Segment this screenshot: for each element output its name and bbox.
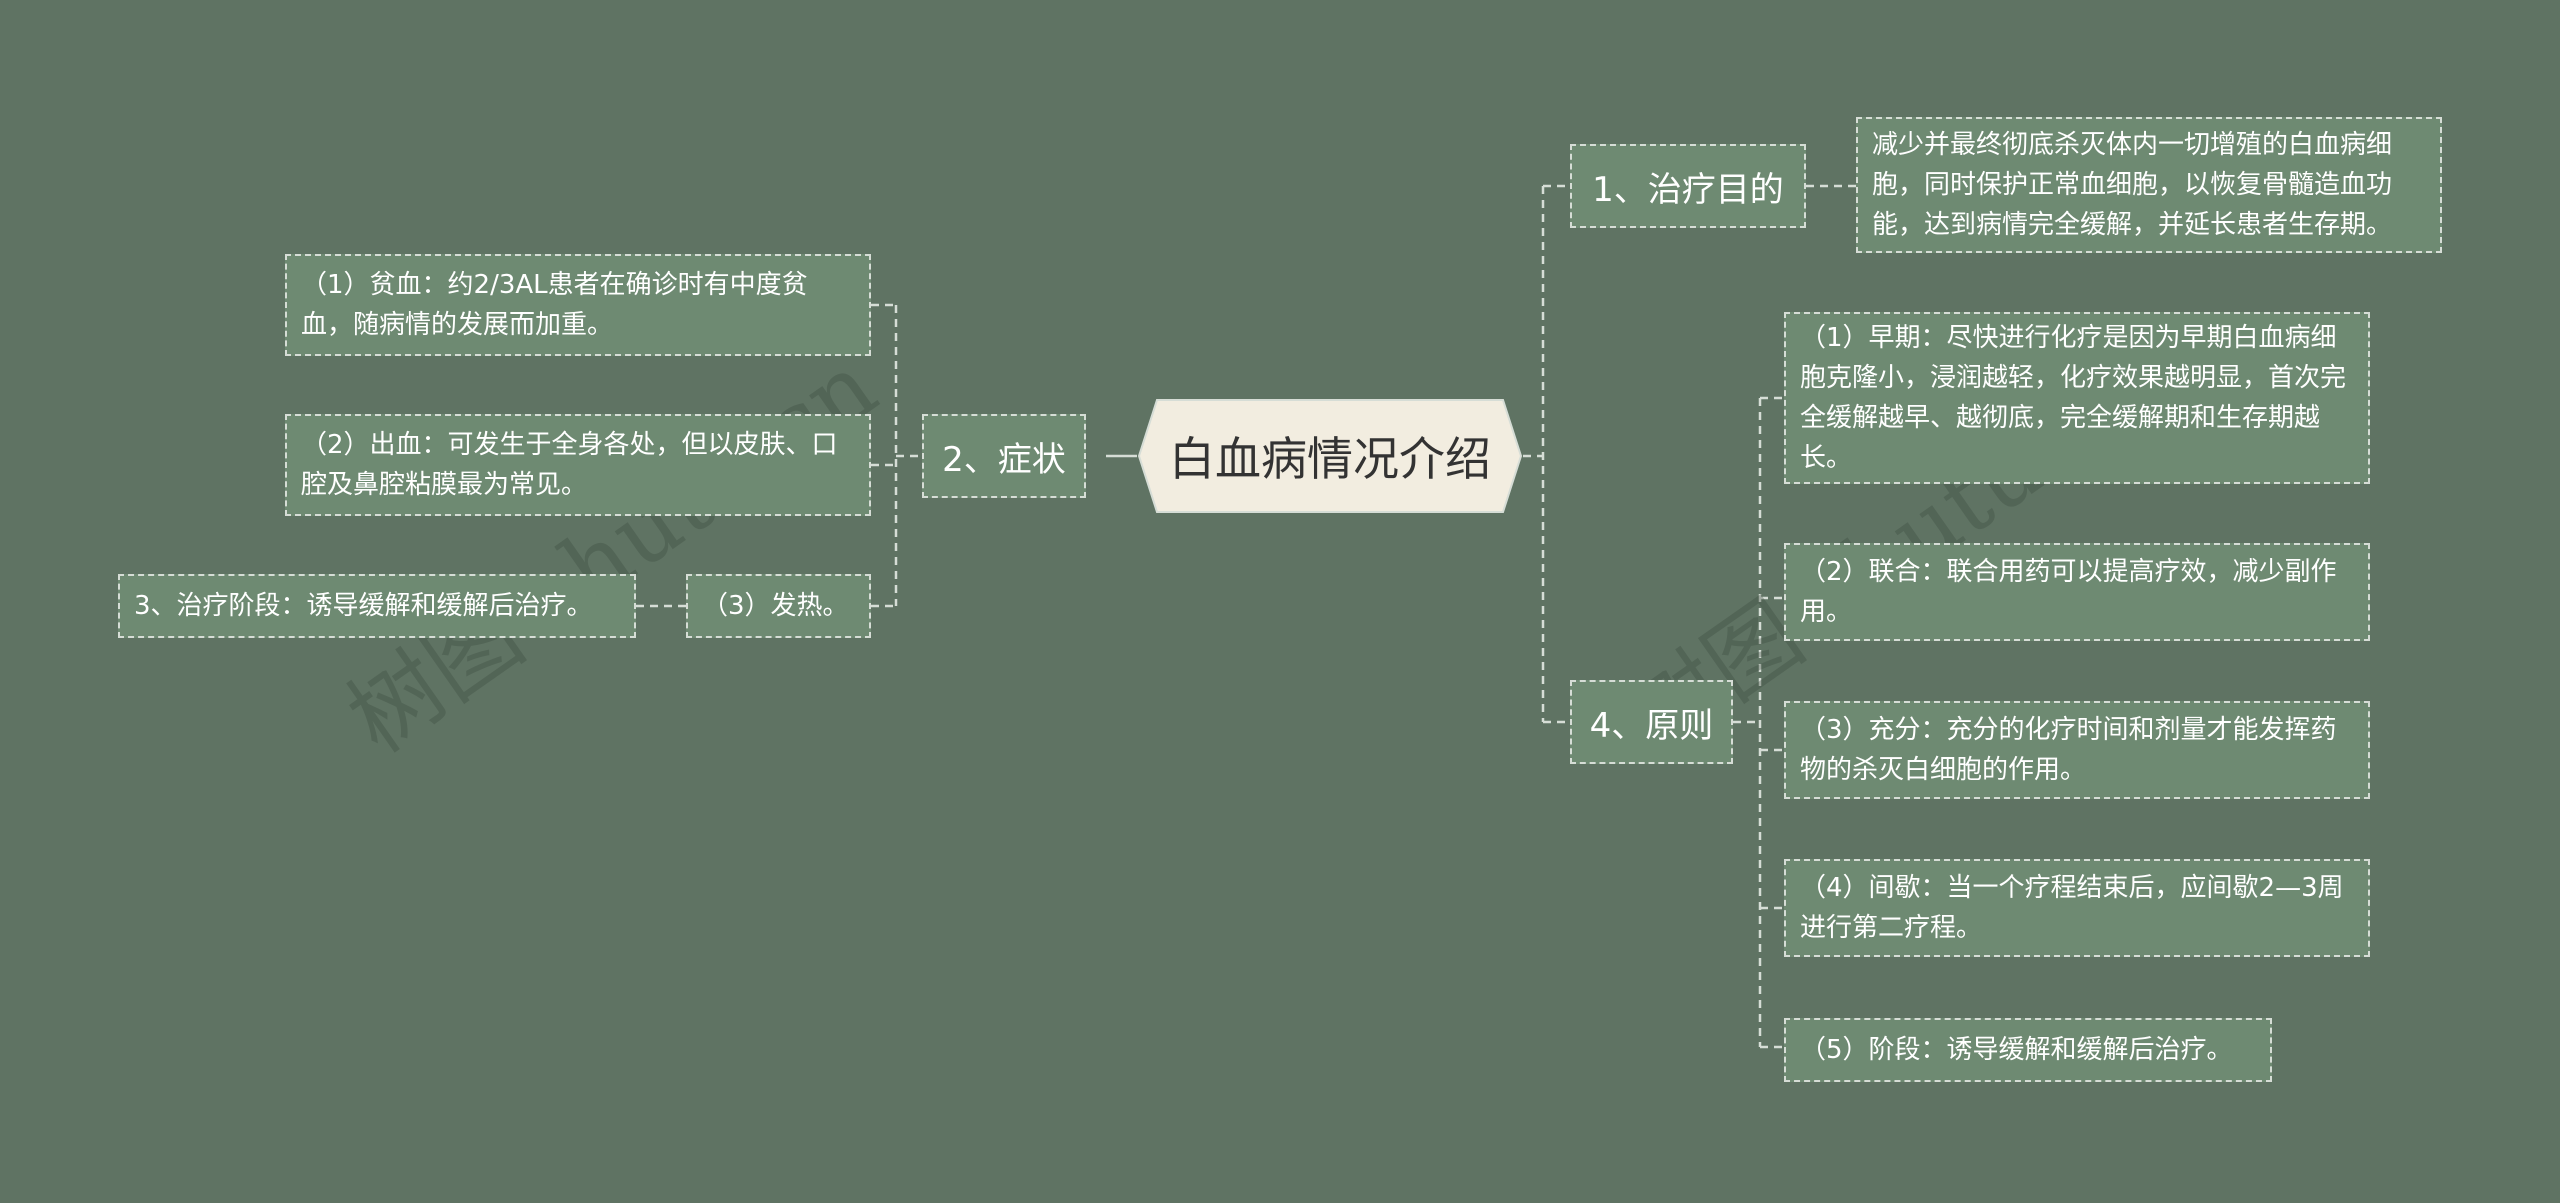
leaf-text: （2）出血：可发生于全身各处，但以皮肤、口腔及鼻腔粘膜最为常见。 <box>301 430 838 500</box>
leaf-text: （4）间歇：当一个疗程结束后，应间歇2—3周进行第二疗程。 <box>1800 873 2344 943</box>
leaf-text: （1）早期：尽快进行化疗是因为早期白血病细胞克隆小，浸润越轻，化疗效果越明显，首… <box>1800 323 2347 473</box>
central-topic[interactable]: 白血病情况介绍 <box>1137 398 1523 514</box>
branch-treatment-purpose[interactable]: 1、治疗目的 <box>1570 144 1806 228</box>
central-topic-label: 白血病情况介绍 <box>1169 432 1491 486</box>
central-topic-shape <box>1137 399 1523 513</box>
branch-symptoms[interactable]: 2、症状 <box>922 414 1086 498</box>
symptom-fever[interactable]: （3）发热。 <box>686 574 871 638</box>
principle-early[interactable]: （1）早期：尽快进行化疗是因为早期白血病细胞克隆小，浸润越轻，化疗效果越明显，首… <box>1784 312 2370 484</box>
leaf-text: （3）充分：充分的化疗时间和剂量才能发挥药物的杀灭白细胞的作用。 <box>1800 715 2337 785</box>
branch-label: 4、原则 <box>1589 705 1714 746</box>
leaf-text: 3、治疗阶段：诱导缓解和缓解后治疗。 <box>134 591 593 621</box>
leaf-text: （1）贫血：约2/3AL患者在确诊时有中度贫血，随病情的发展而加重。 <box>301 270 808 340</box>
leaf-text: （5）阶段：诱导缓解和缓解后治疗。 <box>1800 1035 2233 1065</box>
branch-principles[interactable]: 4、原则 <box>1570 680 1733 764</box>
branch-label: 1、治疗目的 <box>1592 169 1784 210</box>
principle-combined[interactable]: （2）联合：联合用药可以提高疗效，减少副作用。 <box>1784 543 2370 641</box>
leaf-text: 减少并最终彻底杀灭体内一切增殖的白血病细胞，同时保护正常血细胞，以恢复骨髓造血功… <box>1872 130 2393 240</box>
symptom-bleeding[interactable]: （2）出血：可发生于全身各处，但以皮肤、口腔及鼻腔粘膜最为常见。 <box>285 414 871 516</box>
principle-intermittent[interactable]: （4）间歇：当一个疗程结束后，应间歇2—3周进行第二疗程。 <box>1784 859 2370 957</box>
purpose-detail[interactable]: 减少并最终彻底杀灭体内一切增殖的白血病细胞，同时保护正常血细胞，以恢复骨髓造血功… <box>1856 117 2442 253</box>
leaf-text: （2）联合：联合用药可以提高疗效，减少副作用。 <box>1800 557 2337 627</box>
treatment-stage-note[interactable]: 3、治疗阶段：诱导缓解和缓解后治疗。 <box>118 574 636 638</box>
principle-sufficient[interactable]: （3）充分：充分的化疗时间和剂量才能发挥药物的杀灭白细胞的作用。 <box>1784 701 2370 799</box>
branch-label: 2、症状 <box>942 439 1066 480</box>
leaf-text: （3）发热。 <box>702 591 849 621</box>
principle-staged[interactable]: （5）阶段：诱导缓解和缓解后治疗。 <box>1784 1018 2272 1082</box>
symptom-anemia[interactable]: （1）贫血：约2/3AL患者在确诊时有中度贫血，随病情的发展而加重。 <box>285 254 871 356</box>
